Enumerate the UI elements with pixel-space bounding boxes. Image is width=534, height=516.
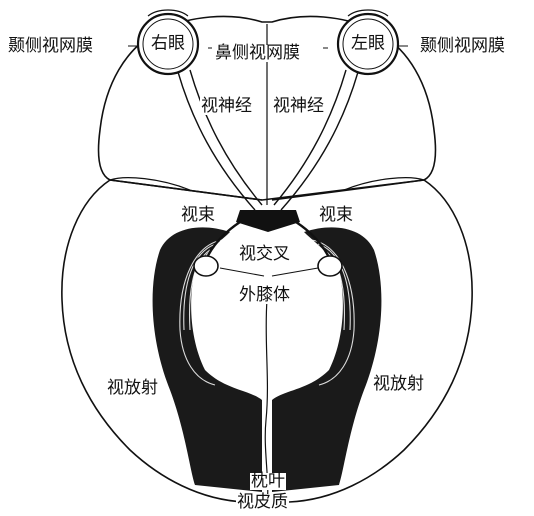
optic-tract-right-label: 视束 [180, 207, 216, 224]
optic-chiasm-shape [236, 210, 300, 232]
optic-radiation-left-label: 视放射 [372, 376, 425, 393]
optic-radiation-right-label: 视放射 [106, 380, 159, 397]
left-optic-nerve-2 [274, 70, 346, 205]
right-lgn [194, 256, 218, 276]
temporal-retina-left-label: 颞侧视网膜 [8, 38, 93, 55]
optic-tract-left-label: 视束 [318, 207, 354, 224]
occipital-lobe-label: 枕叶 [250, 473, 286, 490]
right-optic-nerve-2 [190, 70, 262, 205]
right-eye-label: 右眼 [151, 36, 185, 53]
optic-nerve-left-label: 视神经 [272, 98, 325, 115]
nasal-retina-label: 鼻侧视网膜 [214, 45, 301, 62]
lateral-geniculate-label: 外膝体 [238, 287, 291, 304]
temporal-retina-right-label: 颞侧视网膜 [420, 38, 505, 55]
optic-chiasm-label: 视交叉 [238, 246, 291, 263]
left-lgn [318, 256, 342, 276]
visual-cortex-label: 视皮质 [236, 494, 289, 511]
left-eye-label: 左眼 [351, 36, 385, 53]
optic-nerve-right-label: 视神经 [200, 98, 253, 115]
